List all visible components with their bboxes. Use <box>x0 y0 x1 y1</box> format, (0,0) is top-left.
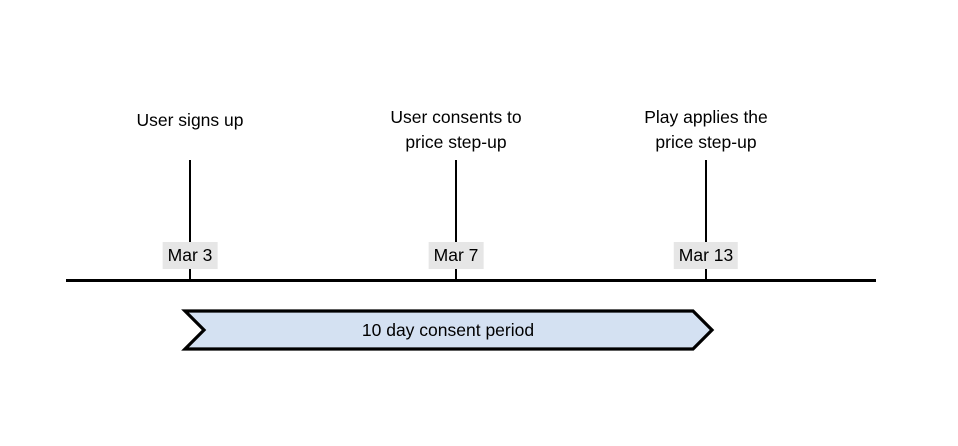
arrow-polygon <box>181 309 715 351</box>
event-tick-signup <box>189 160 191 281</box>
event-caption-line: User consents to <box>390 107 522 127</box>
event-caption-signup: User signs up <box>137 108 244 133</box>
event-caption-line: price step-up <box>405 132 507 152</box>
event-caption-consent: User consents to price step-up <box>390 105 521 155</box>
timeline-axis <box>66 279 876 282</box>
event-caption-apply: Play applies the price step-up <box>644 105 768 155</box>
date-chip-consent: Mar 7 <box>428 242 484 269</box>
consent-period-banner: 10 day consent period <box>181 307 715 353</box>
event-caption-line: Play applies the <box>644 107 768 127</box>
event-caption-line: User signs up <box>136 110 244 130</box>
event-tick-consent <box>455 160 457 281</box>
event-caption-line: price step-up <box>655 132 757 152</box>
date-chip-apply: Mar 13 <box>673 242 739 269</box>
consent-period-arrow-shape <box>181 309 715 351</box>
date-chip-signup: Mar 3 <box>162 242 218 269</box>
event-tick-apply <box>705 160 707 281</box>
